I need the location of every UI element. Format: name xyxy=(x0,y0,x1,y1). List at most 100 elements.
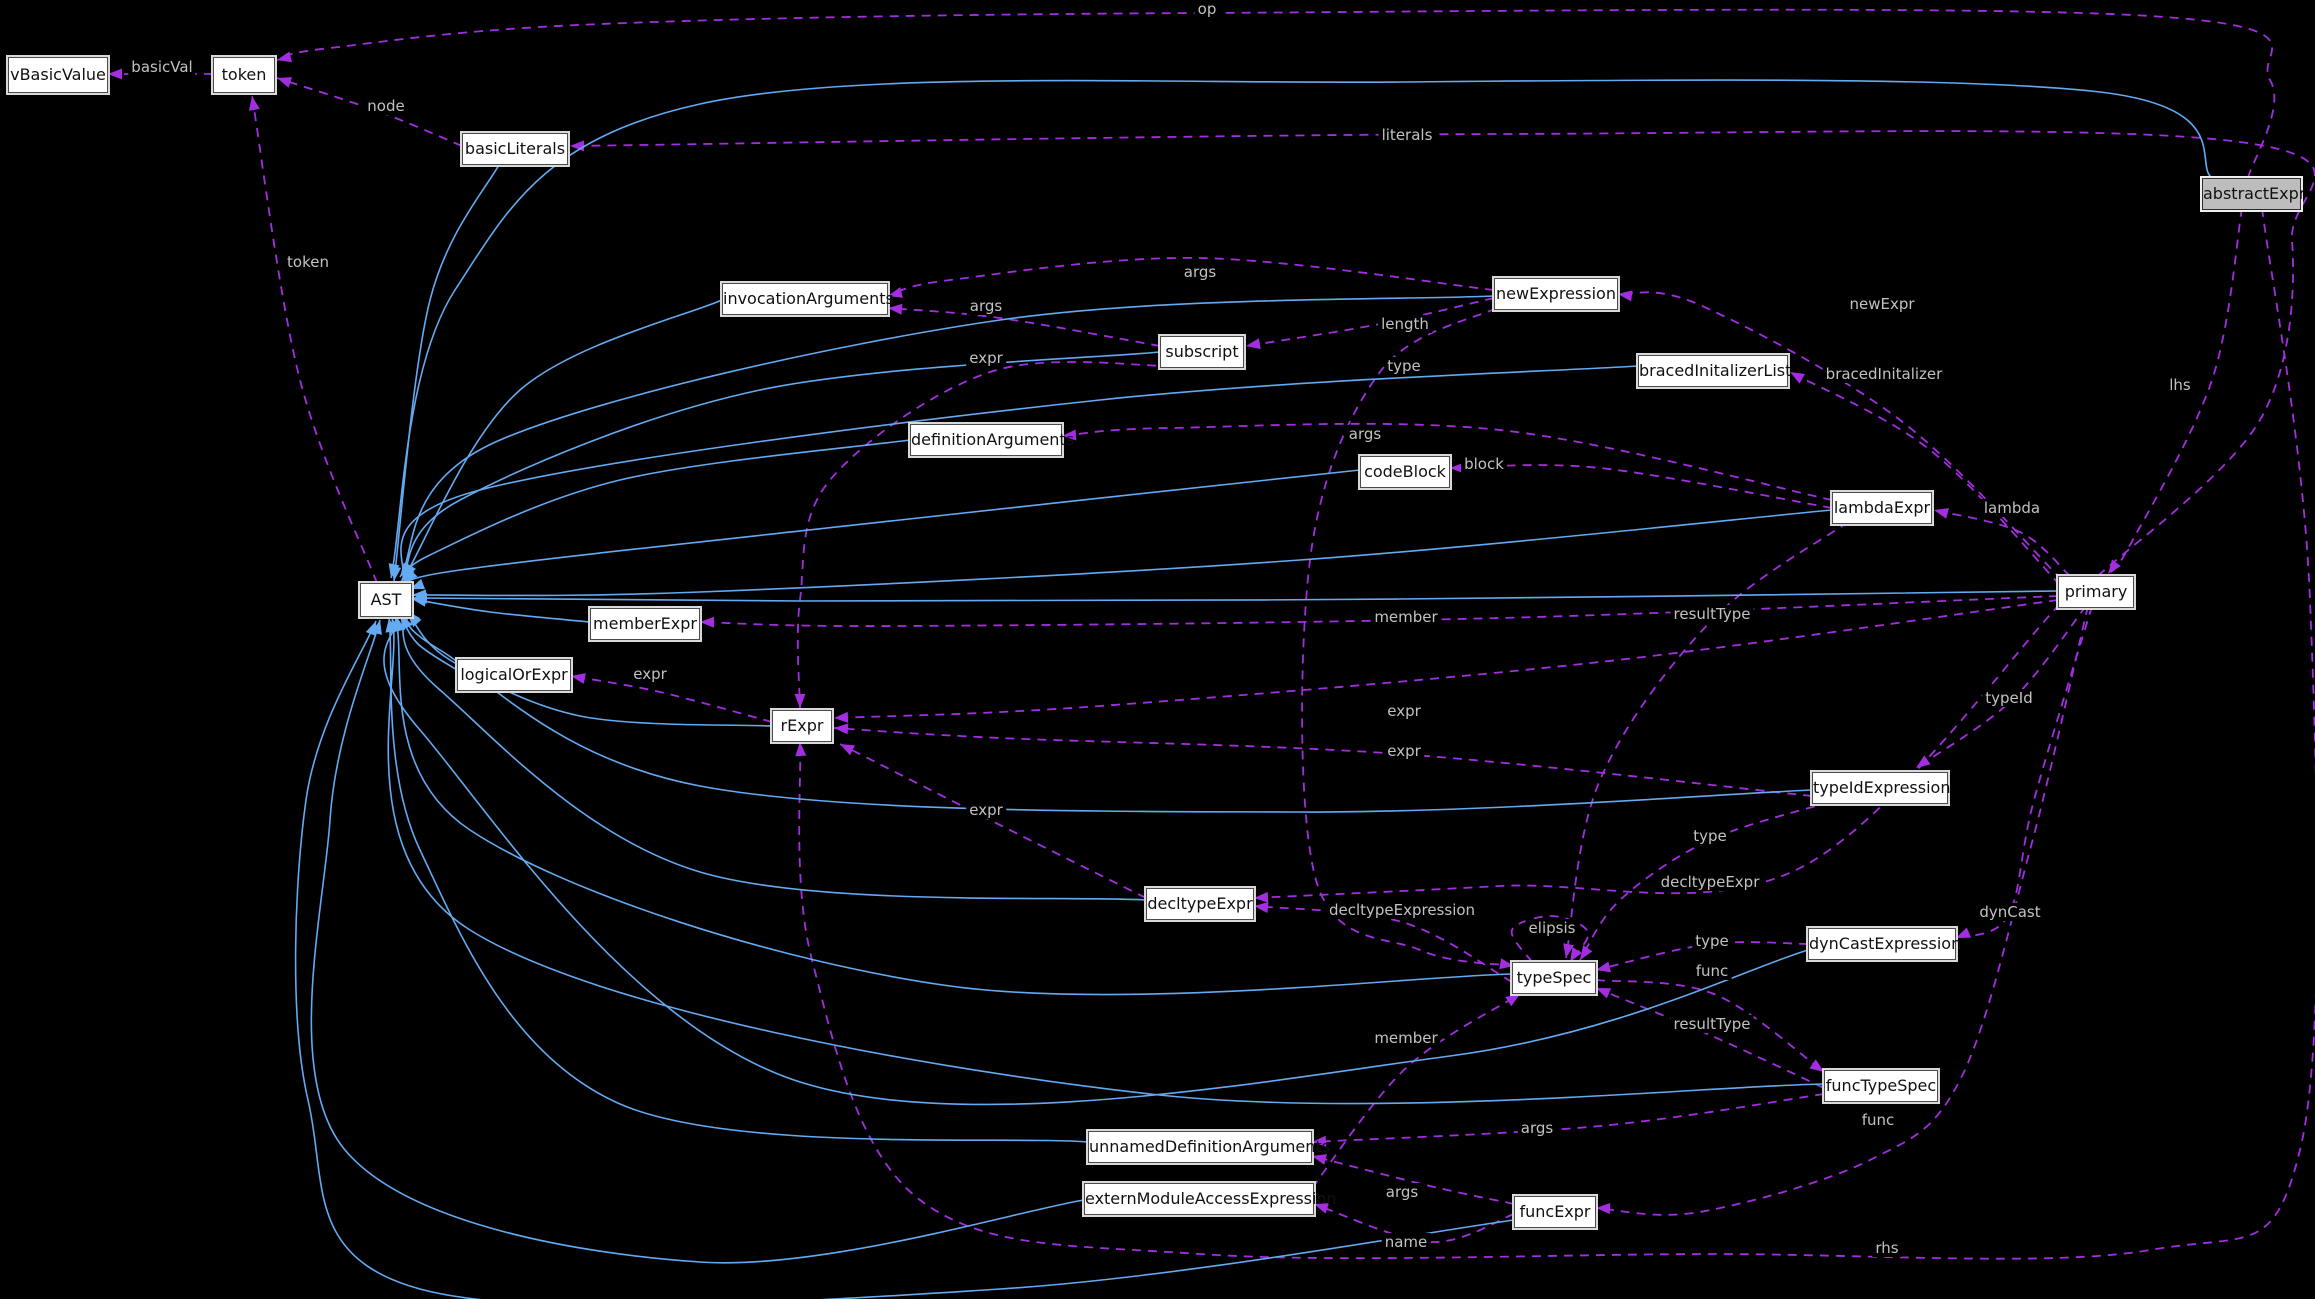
arrowhead-icon xyxy=(413,592,428,604)
edge-label-decltypeExpression: decltypeExpression xyxy=(1325,901,1479,919)
edge-typespec-to-typespec xyxy=(1510,915,1590,963)
graph-node-funcexpr[interactable]: funcExpr xyxy=(1514,1196,1596,1228)
arrowhead-icon xyxy=(1618,290,1633,302)
graph-node-rexpr[interactable]: rExpr xyxy=(772,710,832,742)
edge-bracedinitalizerlist-to-ast xyxy=(400,365,1639,583)
edge-typespec-to-functypespec xyxy=(1595,979,1825,1073)
edge-typeidexpression-to-rexpr xyxy=(833,727,1813,797)
edge-funcexpr-to-ast xyxy=(294,620,1515,1299)
graph-node-unnameddefinitionarguments[interactable]: unnamedDefinitionArguments xyxy=(1088,1131,1330,1163)
arrowhead-icon xyxy=(888,287,903,298)
edge-label-lhs: lhs xyxy=(2166,376,2194,394)
edge-label-type: type xyxy=(1384,357,1424,375)
arrowhead-icon xyxy=(795,742,807,757)
arrowhead-icon xyxy=(401,615,413,630)
arrowhead-icon xyxy=(1570,947,1582,962)
arrowhead-icon xyxy=(2108,559,2121,574)
edge-label-newExpr: newExpr xyxy=(1846,295,1918,313)
edge-decltypeexpr-to-rexpr xyxy=(839,743,1147,899)
edge-label-member: member xyxy=(1371,1029,1441,1047)
edge-ast-to-token xyxy=(251,95,378,584)
arrowhead-icon xyxy=(1596,988,1612,999)
arrowhead-icon xyxy=(248,96,260,111)
graph-node-primary[interactable]: primary xyxy=(2058,576,2134,608)
graph-node-memberexpr[interactable]: memberExpr xyxy=(590,608,700,640)
arrowhead-icon xyxy=(1790,372,1805,384)
edge-label-expr: expr xyxy=(966,349,1006,367)
edge-funcexpr-to-unnameddefinitionarguments xyxy=(1311,1155,1515,1205)
edge-externmoduleaccessexpression-to-typespec xyxy=(1311,993,1521,1189)
arrowhead-icon xyxy=(385,618,397,633)
edge-lambdaexpr-to-codeblock xyxy=(1449,464,1833,509)
edge-label-dynCast: dynCast xyxy=(1976,903,2044,921)
edge-abstractexpr-to-ast xyxy=(390,79,2213,579)
graph-node-logicalorexpr[interactable]: logicalOrExpr xyxy=(457,659,571,691)
graph-node-subscript[interactable]: subscript xyxy=(1160,336,1244,368)
arrowhead-icon xyxy=(1314,1203,1330,1214)
graph-node-typespec[interactable]: typeSpec xyxy=(1512,962,1596,994)
graph-node-abstractexpr[interactable]: abstractExpr xyxy=(2202,178,2305,210)
graph-node-vbasicvalue[interactable]: vBasicValue xyxy=(8,57,108,93)
edge-label-literals: literals xyxy=(1378,126,1436,144)
graph-node-token[interactable]: token xyxy=(213,57,275,93)
edge-decltypeexpr-to-ast xyxy=(400,614,1147,901)
graph-node-invocationarguments[interactable]: invocationArguments xyxy=(722,283,894,315)
graph-node-basicliterals[interactable]: basicLiterals xyxy=(462,133,568,165)
edge-subscript-to-ast xyxy=(401,351,1161,581)
graph-node-lambdaexpr[interactable]: lambdaExpr xyxy=(1832,492,1932,524)
edge-label-length: length xyxy=(1378,315,1432,333)
edge-label-decltypeExpr: decltypeExpr xyxy=(1657,873,1763,891)
arrowhead-icon xyxy=(1312,1154,1327,1165)
edge-label-args: args xyxy=(966,297,1006,315)
graph-node-functypespec[interactable]: funcTypeSpec xyxy=(1824,1070,1938,1102)
edge-newexpression-to-typespec xyxy=(1301,307,1515,967)
edge-primary-to-ast xyxy=(412,590,2059,602)
edge-label-lambda: lambda xyxy=(1980,499,2044,517)
arrowhead-icon xyxy=(1563,943,1575,958)
arrowhead-icon xyxy=(571,673,586,684)
arrowhead-icon xyxy=(840,744,855,756)
edge-primary-to-dyncastexpression xyxy=(1955,605,2093,939)
arrowhead-icon xyxy=(277,51,292,63)
edge-label-rhs: rhs xyxy=(1872,1239,1902,1257)
edge-label-basicVal: basicVal xyxy=(128,58,196,76)
edge-label-resultType: resultType xyxy=(1670,605,1754,623)
graph-node-newexpression[interactable]: newExpression xyxy=(1494,278,1618,310)
graph-node-bracedinitalizerlist[interactable]: bracedInitalizerList xyxy=(1638,355,1791,387)
graph-node-dyncastexpression[interactable]: dynCastExpression xyxy=(1808,928,1961,960)
arrowhead-icon xyxy=(404,568,418,583)
edge-lambdaexpr-to-ast xyxy=(411,509,1833,597)
edge-functypespec-to-ast xyxy=(387,617,1825,1105)
graph-node-ast[interactable]: AST xyxy=(360,583,412,617)
arrowhead-icon xyxy=(277,77,293,88)
edge-typeidexpression-to-ast xyxy=(406,610,1813,813)
edge-newexpression-to-invocationarguments xyxy=(887,257,1495,297)
arrowhead-icon xyxy=(1956,927,1972,938)
edge-primary-to-bracedinitalizerlist xyxy=(1789,371,2061,586)
edge-newexpression-to-ast xyxy=(399,295,1495,578)
edge-label-typeId: typeId xyxy=(1982,689,2036,707)
edge-label-expr: expr xyxy=(1384,742,1424,760)
arrowhead-icon xyxy=(1254,891,1269,903)
arrowhead-icon xyxy=(888,303,903,315)
edge-primary-to-rexpr xyxy=(833,599,2059,719)
arrowhead-icon xyxy=(1312,1135,1327,1147)
edge-label-expr: expr xyxy=(630,665,670,683)
edge-primary-to-decltypeexpr xyxy=(1253,603,2061,899)
edge-label-func: func xyxy=(1692,962,1732,980)
graph-node-decltypeexpr[interactable]: decltypeExpr xyxy=(1146,888,1254,920)
edge-primary-to-basicliterals xyxy=(569,130,2315,577)
graph-node-definitionarguments[interactable]: definitionArguments xyxy=(910,424,1074,456)
edge-label-args: args xyxy=(1517,1119,1557,1137)
graph-node-externmoduleaccessexpression[interactable]: externModuleAccessExpression xyxy=(1084,1183,1336,1215)
graph-node-typeidexpression[interactable]: typeIdExpression xyxy=(1812,772,1950,804)
edge-label-name: name xyxy=(1381,1233,1431,1251)
edge-label-op: op xyxy=(1194,0,1220,18)
arrowhead-icon xyxy=(1246,338,1261,350)
edge-label-type: type xyxy=(1692,932,1732,950)
edge-functypespec-to-unnameddefinitionarguments xyxy=(1311,1093,1825,1143)
edge-rexpr-to-logicalorexpr xyxy=(570,675,773,723)
edge-label-args: args xyxy=(1345,425,1385,443)
graph-node-codeblock[interactable]: codeBlock xyxy=(1360,456,1450,488)
edge-externmoduleaccessexpression-to-ast xyxy=(310,619,1085,1264)
